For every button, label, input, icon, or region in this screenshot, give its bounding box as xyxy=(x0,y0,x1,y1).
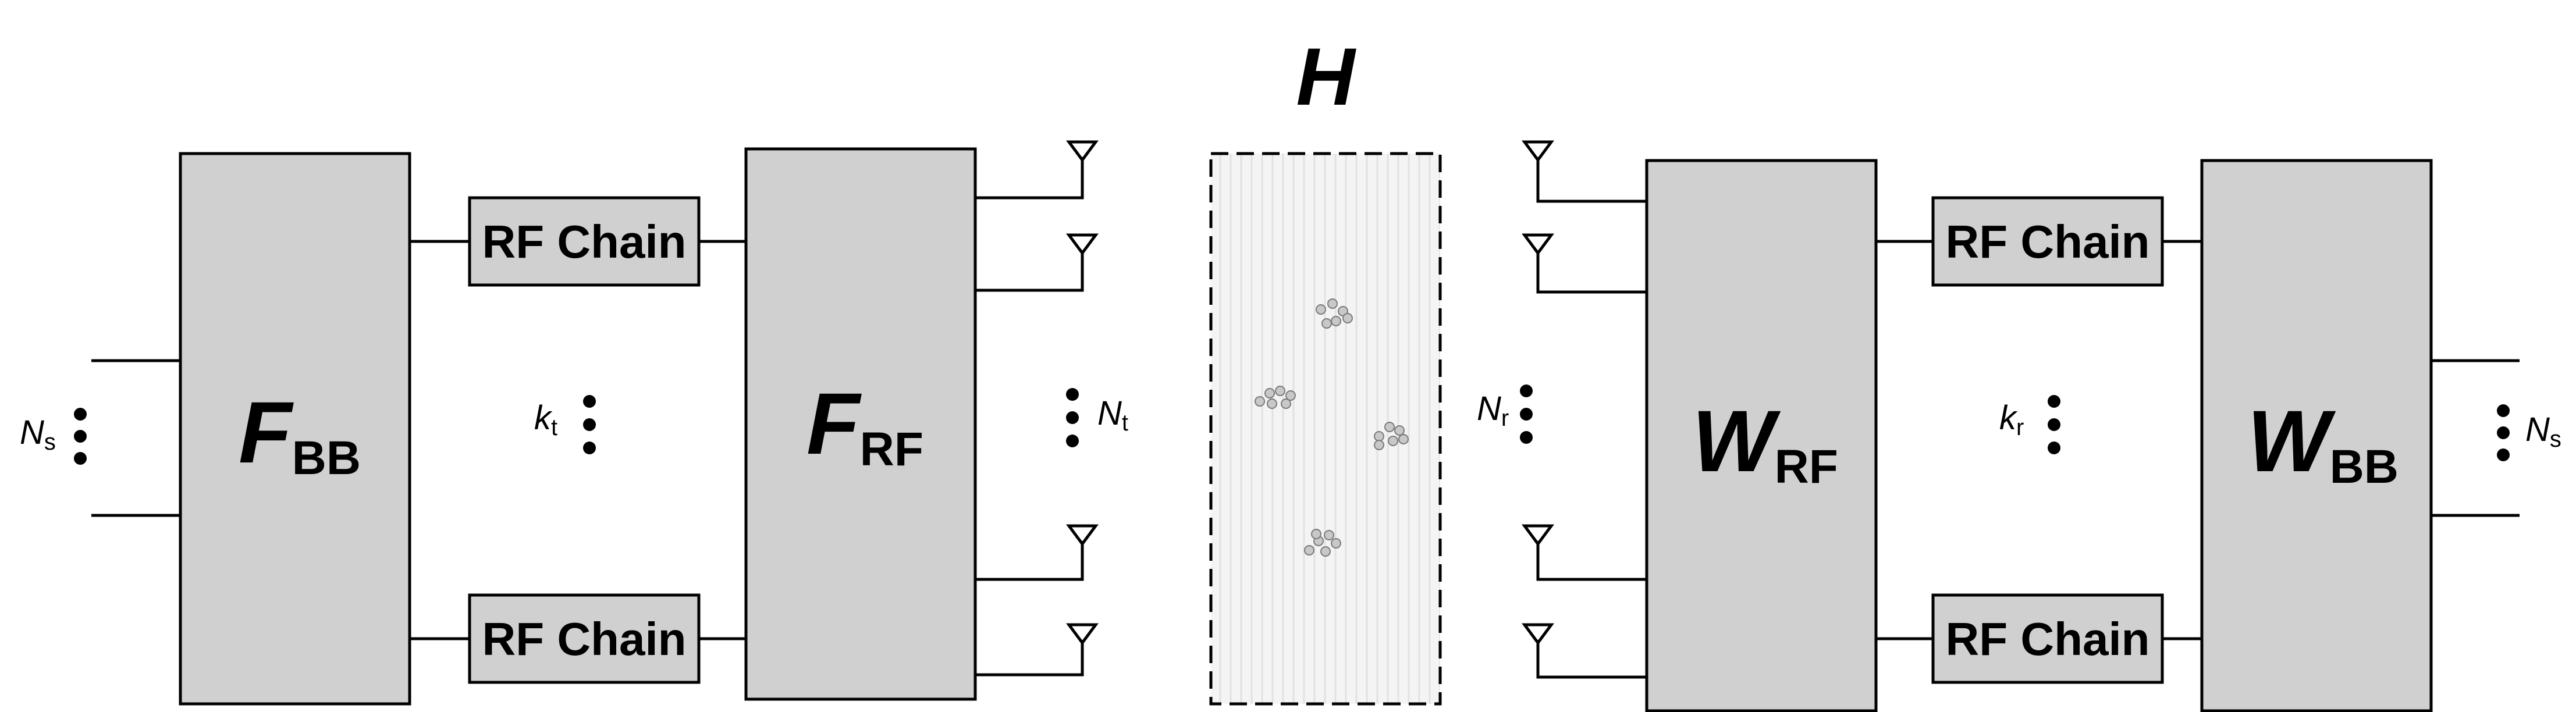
tx-chains-label: kt xyxy=(534,399,557,440)
tx-rf-precoder-block xyxy=(744,147,977,701)
scatterer-cluster-3 xyxy=(1374,422,1409,450)
tx-antenna-4 xyxy=(975,623,1099,677)
rx-rf-combiner-label: WRF xyxy=(1692,392,1838,493)
tx-rf-chain-bottom xyxy=(468,593,701,684)
rx-chains-dots xyxy=(2048,395,2060,454)
rx-streams-dots xyxy=(2497,404,2510,461)
channel-box xyxy=(1209,152,1442,706)
tx-rf-chain-top xyxy=(468,196,701,287)
tx-chains-dots xyxy=(583,395,596,454)
tx-baseband-precoder-block xyxy=(179,152,411,706)
rx-streams-label: Ns xyxy=(2525,411,2561,452)
rx-chains-label: kr xyxy=(1999,399,2024,440)
tx-streams-label: Ns xyxy=(20,414,56,455)
scatterer-cluster-1 xyxy=(1316,298,1353,329)
tx-rf-precoder-label: FRF xyxy=(806,375,923,476)
scatterer-cluster-2 xyxy=(1255,386,1296,409)
tx-streams-dots xyxy=(74,408,87,465)
tx-antenna-1 xyxy=(975,140,1099,200)
rx-antenna-dots xyxy=(1520,385,1533,444)
tx-antenna-dots xyxy=(1066,388,1079,447)
rx-antenna-3 xyxy=(1522,524,1647,581)
rx-antenna-2 xyxy=(1522,233,1647,294)
rx-antenna-1 xyxy=(1522,140,1647,203)
scatterer-cluster-4 xyxy=(1304,529,1341,557)
tx-antennas-label: Nt xyxy=(1097,394,1128,436)
tx-rf-chain-top-label: RF Chain xyxy=(482,216,686,268)
rx-rf-chain-bottom xyxy=(1931,593,2164,684)
rx-baseband-combiner-label: WBB xyxy=(2247,392,2399,493)
rx-rf-combiner-block xyxy=(1645,159,1878,712)
rx-antenna-4 xyxy=(1522,623,1647,679)
rx-rf-chain-bottom-label: RF Chain xyxy=(1945,613,2149,665)
channel-label: H xyxy=(1296,31,1356,122)
tx-rf-chain-bottom-label: RF Chain xyxy=(482,613,686,665)
tx-baseband-precoder-label: FBB xyxy=(239,383,361,485)
tx-antenna-2 xyxy=(975,233,1099,292)
rx-baseband-combiner-block xyxy=(2200,159,2433,712)
rx-antennas-label: Nr xyxy=(1477,390,1509,431)
tx-antenna-3 xyxy=(975,524,1099,581)
rx-rf-chain-top-label: RF Chain xyxy=(1945,216,2149,268)
